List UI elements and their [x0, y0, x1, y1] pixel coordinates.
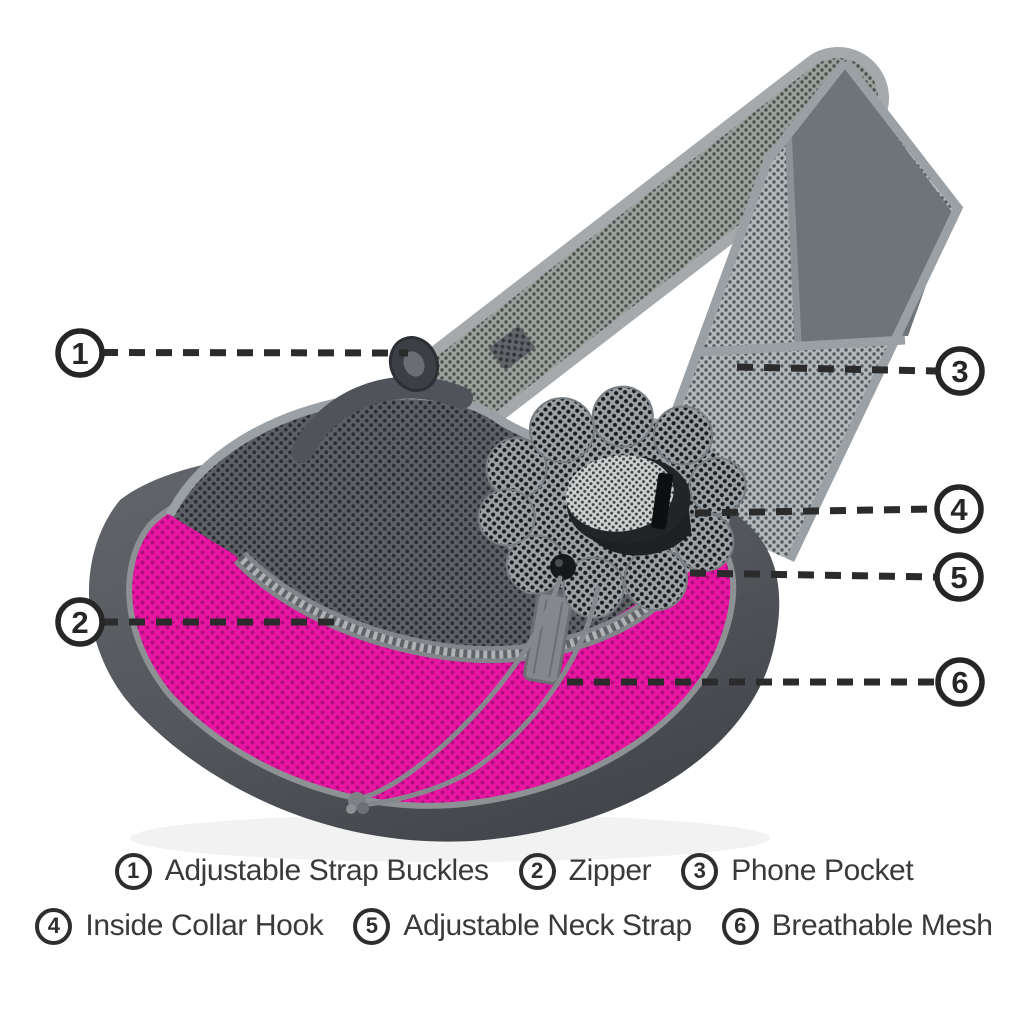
legend-row-2: 4 Inside Collar Hook 5 Adjustable Neck S…	[35, 904, 993, 948]
strap-solid-panel	[788, 66, 952, 342]
callout-marker-6: 6	[935, 657, 985, 707]
callout-line-5	[689, 569, 936, 581]
callout-number-6: 6	[951, 665, 968, 700]
legend-label-2: Zipper	[568, 854, 652, 887]
legend-item-phone-pocket: 3 Phone Pocket	[681, 852, 914, 890]
legend-badge-5: 5	[353, 907, 391, 945]
callout-markers: 1 2 3 4 5 6	[55, 328, 985, 707]
callout-number-2: 2	[71, 605, 88, 640]
callout-marker-5: 5	[934, 552, 984, 602]
legend-badge-6: 6	[721, 907, 759, 945]
callout-number-3: 3	[951, 354, 968, 389]
legend-item-neck-strap: 5 Adjustable Neck Strap	[353, 907, 692, 945]
legend-label-6: Breathable Mesh	[771, 909, 993, 942]
callout-number-5: 5	[950, 560, 967, 595]
callout-line-3	[736, 363, 937, 375]
callout-marker-2: 2	[55, 597, 105, 647]
legend-label-3: Phone Pocket	[731, 854, 914, 887]
legend-item-strap-buckles: 1 Adjustable Strap Buckles	[114, 852, 489, 890]
callout-marker-4: 4	[934, 484, 984, 534]
shoulder-strap-arm	[640, 59, 964, 562]
legend-label-5: Adjustable Neck Strap	[403, 909, 692, 942]
callout-line-1	[101, 349, 409, 357]
handle-webbing	[291, 376, 473, 463]
legend-label-1: Adjustable Strap Buckles	[164, 854, 489, 887]
callout-line-4	[694, 505, 936, 517]
legend-badge-4: 4	[35, 907, 73, 945]
cord-lock-highlight	[555, 559, 563, 567]
legend-badge-3: 3	[681, 852, 719, 890]
legend-item-collar-hook: 4 Inside Collar Hook	[35, 907, 324, 945]
legend-item-zipper: 2 Zipper	[518, 852, 652, 890]
collar-opening	[477, 385, 747, 619]
callout-number-4: 4	[950, 492, 968, 527]
cord-lock	[550, 554, 576, 580]
collar-inner-mesh	[565, 455, 674, 532]
legend-item-breathable-mesh: 6 Breathable Mesh	[721, 907, 993, 945]
callout-marker-3: 3	[935, 346, 985, 396]
feature-legend: 1 Adjustable Strap Buckles 2 Zipper 3 Ph…	[0, 849, 1028, 948]
strap-pad-velcro-patch	[488, 325, 536, 371]
cord-knot	[346, 792, 369, 814]
legend-badge-1: 1	[114, 852, 152, 890]
legend-label-4: Inside Collar Hook	[85, 909, 324, 942]
inside-collar-hook-strap	[651, 472, 674, 530]
callout-number-1: 1	[71, 336, 88, 371]
drawstring-cord	[359, 575, 601, 807]
callout-marker-1: 1	[55, 328, 105, 378]
phone-pocket-binding	[699, 335, 906, 357]
legend-badge-2: 2	[518, 852, 556, 890]
legend-row-1: 1 Adjustable Strap Buckles 2 Zipper 3 Ph…	[114, 849, 914, 893]
